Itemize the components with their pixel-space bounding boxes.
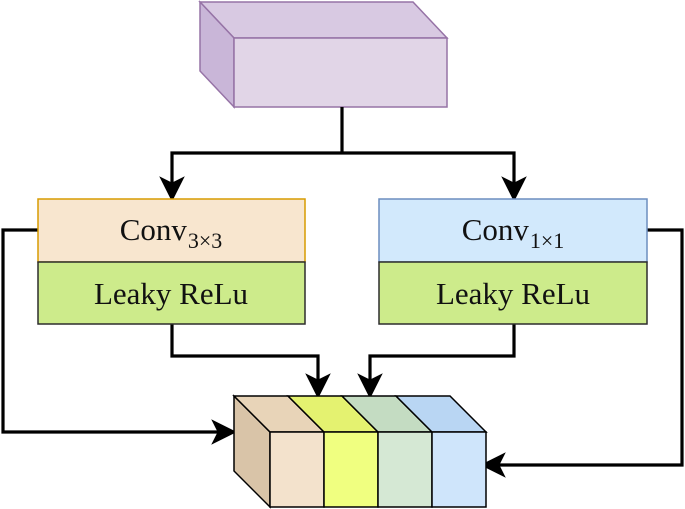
edges bbox=[1, 107, 684, 478]
conv3x3-box bbox=[37, 198, 306, 263]
leaky-relu-left-box bbox=[37, 261, 306, 325]
leaky-relu-right-box bbox=[378, 261, 648, 325]
leaky-relu-left-label: Leaky ReLu bbox=[94, 276, 248, 311]
concat-slice-2 bbox=[323, 431, 379, 508]
edge-left-skip bbox=[1, 228, 237, 445]
concat-slice-4 bbox=[431, 431, 487, 508]
input-block-front bbox=[233, 37, 448, 108]
input-feature-block bbox=[198, 0, 449, 109]
concat-slice-3 bbox=[377, 431, 433, 508]
concat-slice-1 bbox=[269, 431, 325, 508]
edge-split-to-conv3 bbox=[159, 151, 342, 202]
edge-split-to-conv1 bbox=[342, 151, 527, 202]
leaky-relu-right-label: Leaky ReLu bbox=[436, 276, 590, 311]
input-block-top bbox=[198, 1, 449, 39]
edge-relu-right-to-concat bbox=[357, 324, 516, 399]
conv3x3-label: Conv3×3 bbox=[120, 212, 223, 253]
right-branch: Conv1×1 Leaky ReLu bbox=[378, 198, 648, 325]
edge-right-skip bbox=[480, 228, 684, 478]
edge-relu-left-to-concat bbox=[170, 324, 331, 399]
conv1x1-label: Conv1×1 bbox=[462, 212, 565, 253]
concat-output-block bbox=[232, 394, 488, 509]
conv1x1-box bbox=[378, 198, 648, 263]
left-branch: Conv3×3 Leaky ReLu bbox=[37, 198, 306, 325]
